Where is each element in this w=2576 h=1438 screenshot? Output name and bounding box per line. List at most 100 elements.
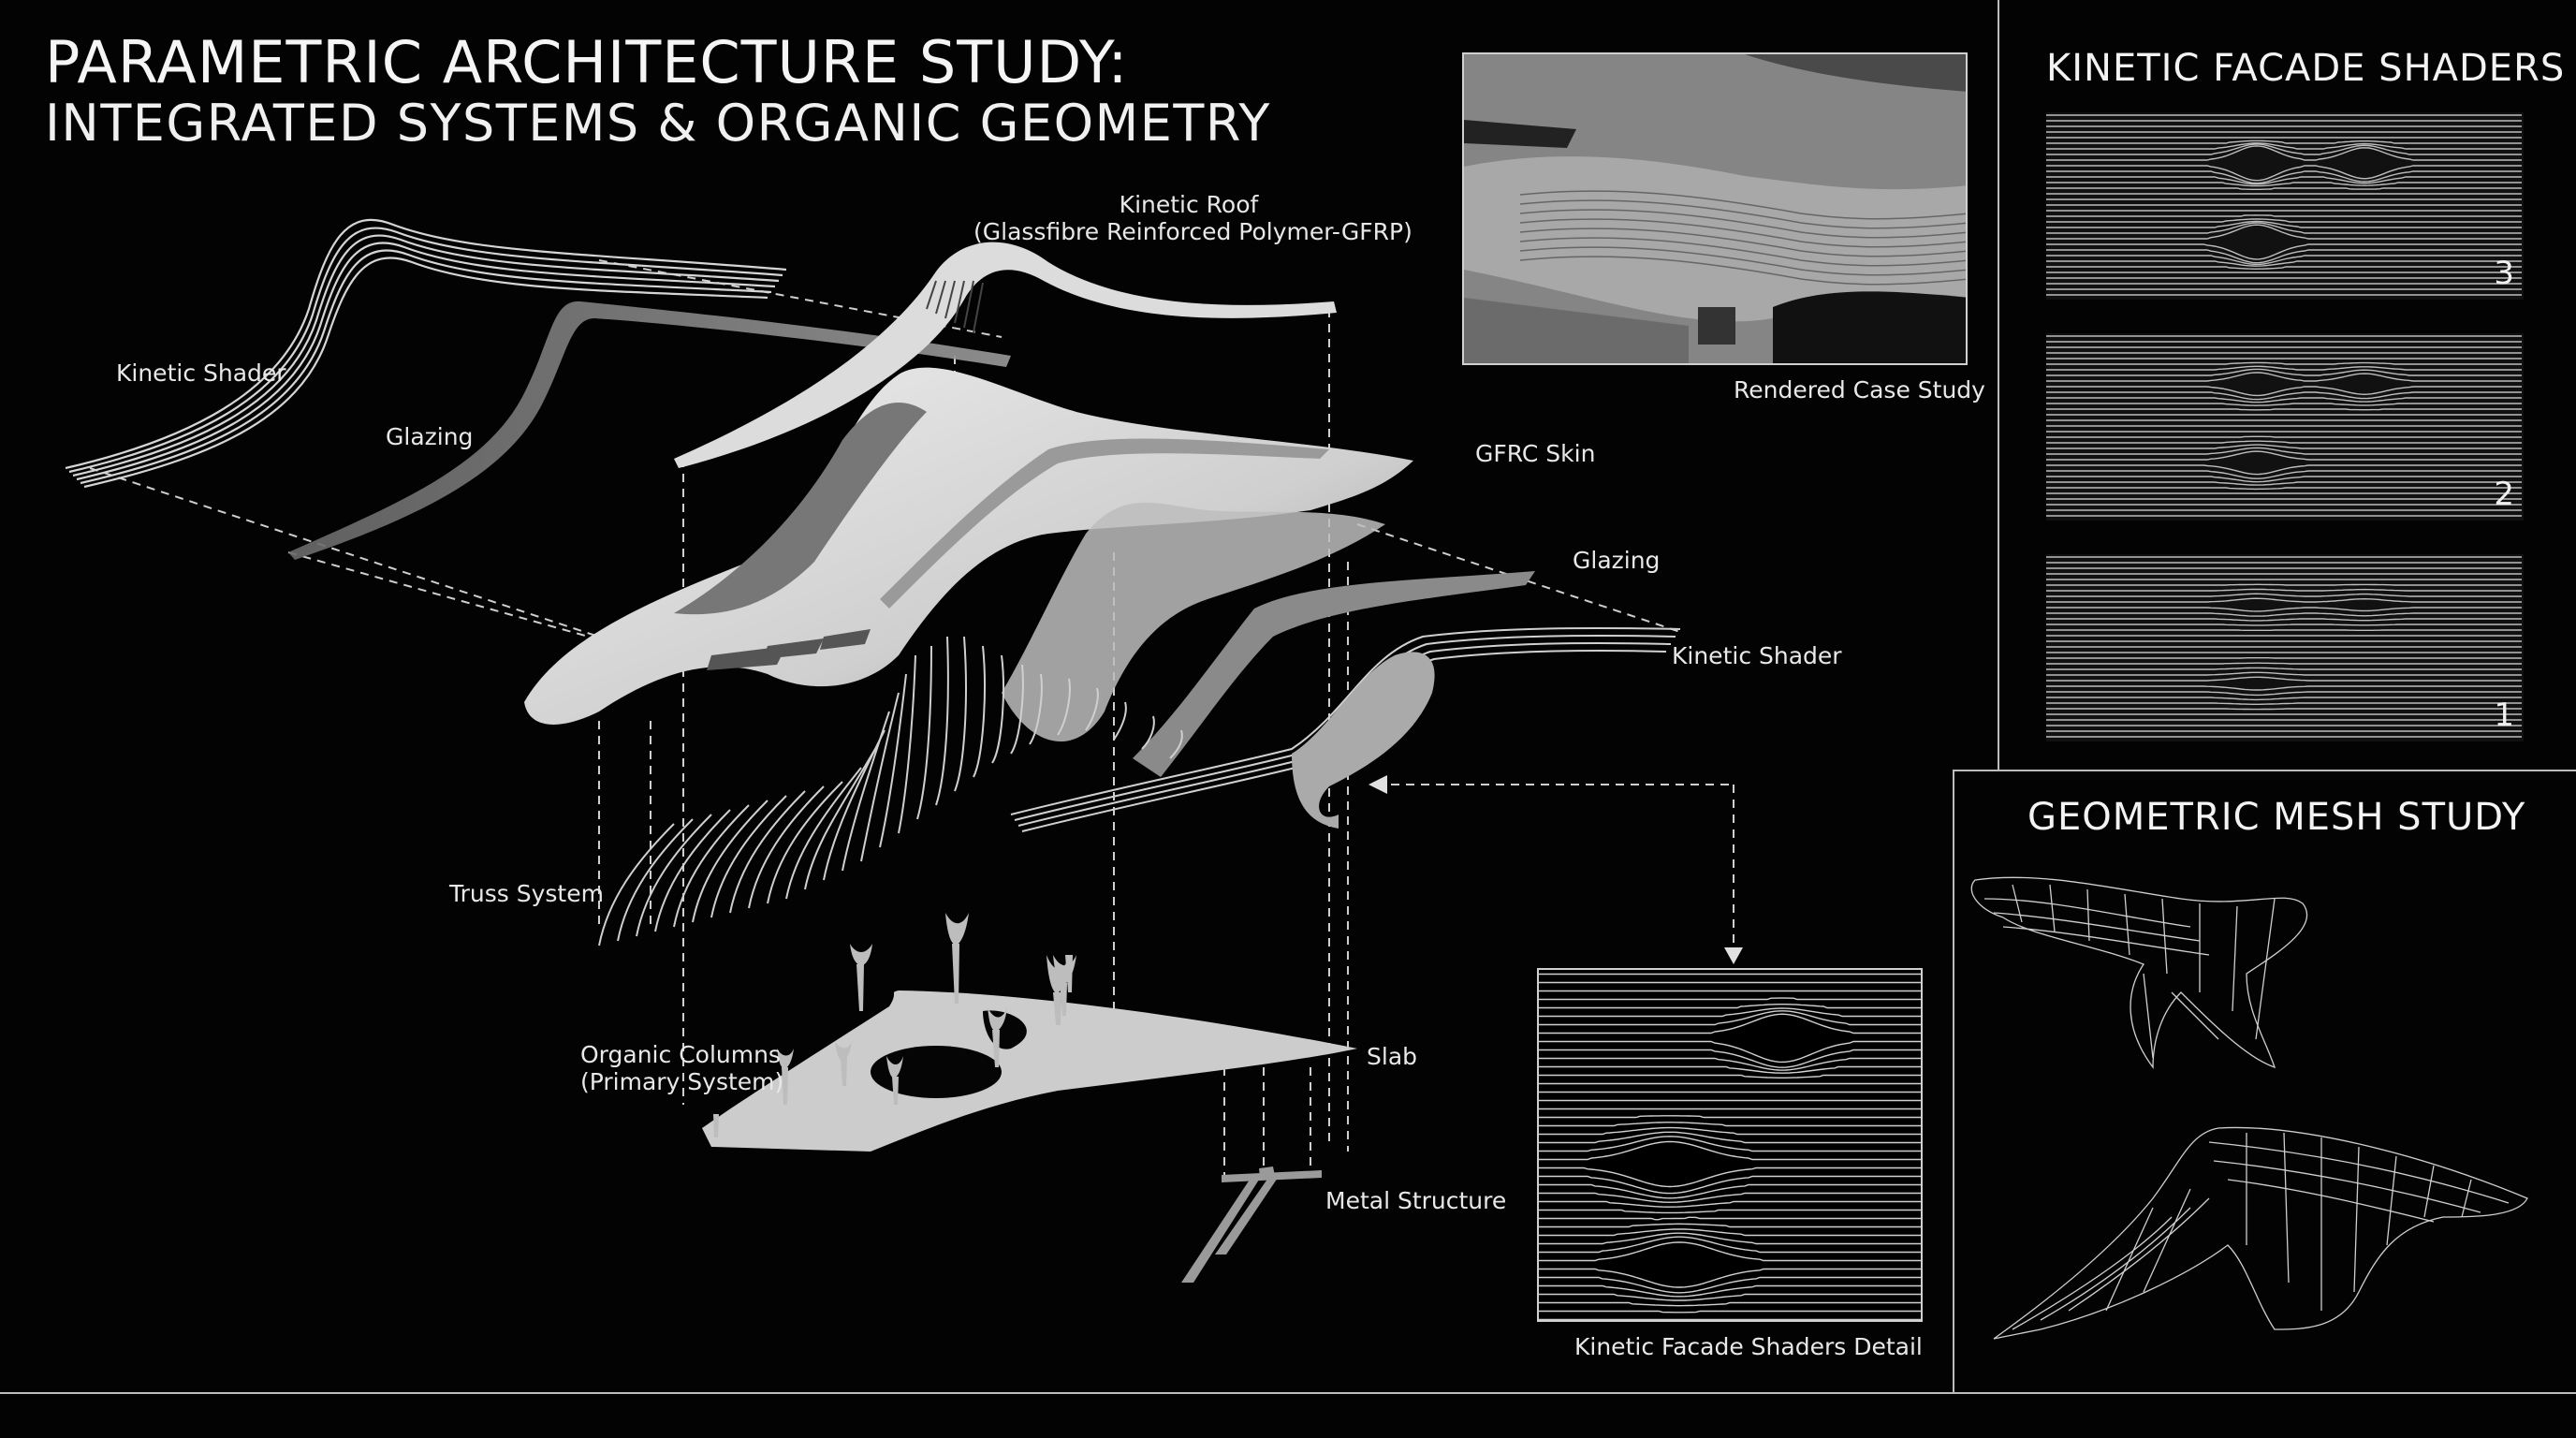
shader-line <box>2046 220 2522 228</box>
shader-line <box>1539 1057 1921 1071</box>
shader-line <box>1539 1049 1921 1068</box>
shader-line <box>1539 1241 1921 1262</box>
truss-system-shape <box>598 636 1183 946</box>
shader-line <box>1539 1010 1921 1026</box>
shader-line <box>1539 1126 1921 1136</box>
shader-line <box>2046 139 2522 144</box>
shader-state-1: 1 <box>2046 554 2524 741</box>
shader-line <box>2046 187 2522 190</box>
shader-line <box>2046 435 2522 438</box>
label-kinetic-shader-right: Kinetic Shader <box>1672 642 1842 669</box>
shader-line <box>2046 224 2522 240</box>
label-truss-system: Truss System <box>449 880 604 907</box>
shader-line <box>2046 662 2522 665</box>
geometric-mesh-study-title: GEOMETRIC MESH STUDY <box>2027 796 2526 839</box>
label-shaders-detail: Kinetic Facade Shaders Detail <box>1574 1333 1923 1360</box>
organic-columns-shape <box>713 913 1076 1137</box>
shader-line <box>2046 397 2522 404</box>
shader-line <box>2046 450 2522 461</box>
mesh-study-top <box>1970 876 2308 1069</box>
shader-line <box>1539 1007 1921 1018</box>
shader-line <box>1539 1131 1921 1144</box>
shader-line <box>1539 1065 1921 1074</box>
shader-line <box>2046 702 2522 705</box>
shader-line <box>2046 249 2522 264</box>
mesh-study-bottom <box>1993 1126 2528 1340</box>
label-rendered-case-study: Rendered Case Study <box>1734 376 1985 404</box>
shader-line <box>2046 447 2522 455</box>
shader-line <box>2046 218 2522 223</box>
shader-state-3: 3 <box>2046 112 2524 300</box>
shader-line <box>2046 243 2522 260</box>
shader-line <box>2046 391 2522 401</box>
shader-line <box>2046 372 2522 382</box>
shader-line <box>1539 1013 1921 1034</box>
shader-line <box>1539 1236 1921 1254</box>
shader-line <box>2046 588 2522 592</box>
shader-line <box>2046 464 2522 476</box>
shader-line <box>2046 214 2522 217</box>
shader-line <box>2046 165 2522 182</box>
page-title: PARAMETRIC ARCHITECTURE STUDY: <box>45 28 1129 96</box>
arrow-down-head <box>1724 947 1743 964</box>
shader-state-1-lines <box>2046 556 2522 738</box>
shader-state-3-lines <box>2046 114 2522 296</box>
shader-line <box>1539 1115 1921 1119</box>
label-glazing-right: Glazing <box>1573 547 1661 574</box>
kinetic-shader-left-shape <box>65 218 787 489</box>
shaders-detail-drawing <box>1539 973 1921 1320</box>
shader-line <box>1539 1136 1921 1152</box>
shader-line <box>2046 618 2522 622</box>
label-metal-structure: Metal Structure <box>1325 1187 1507 1214</box>
shader-line <box>2046 476 2522 483</box>
shader-line <box>2046 260 2522 267</box>
shader-line <box>2046 708 2522 711</box>
shader-line <box>1539 1140 1921 1161</box>
shader-line <box>2046 386 2522 397</box>
glazing-right-shape <box>1002 502 1385 742</box>
kinetic-roof-shape <box>674 242 1337 468</box>
shader-line <box>1539 1223 1921 1228</box>
shader-line <box>1539 1232 1921 1245</box>
shader-line <box>2046 266 2522 271</box>
shader-line <box>2046 481 2522 486</box>
shader-line <box>2046 176 2522 185</box>
shader-line <box>1539 1200 1921 1208</box>
shader-line <box>2046 255 2522 266</box>
gfrc-skin-shape <box>524 367 1413 725</box>
shader-state-1-number: 1 <box>2494 697 2514 734</box>
rendered-case-study-drawing <box>1464 54 1966 363</box>
shader-line <box>2046 597 2522 603</box>
shader-line <box>2046 667 2522 670</box>
label-organic-columns: Organic Columns (Primary System) <box>580 1041 783 1095</box>
shader-line <box>2046 145 2522 161</box>
label-organic-columns-line2: (Primary System) <box>580 1068 784 1095</box>
shader-line <box>1539 1167 1921 1188</box>
shader-line <box>2046 676 2522 682</box>
divider-bottom <box>0 1392 2576 1394</box>
shader-line <box>1539 1268 1921 1288</box>
label-kinetic-roof-line1: Kinetic Roof <box>1119 191 1259 218</box>
shader-line <box>1539 1228 1921 1237</box>
shader-line <box>2046 403 2522 406</box>
divider-shaders-panel <box>1998 0 1999 770</box>
shader-line <box>1539 1209 1921 1214</box>
shader-line <box>2046 143 2522 155</box>
shader-line <box>2046 612 2522 617</box>
shader-line <box>1539 1183 1921 1199</box>
shader-line <box>1539 1074 1921 1078</box>
shader-line <box>1539 1040 1921 1064</box>
shader-line <box>1539 1293 1921 1301</box>
slab-shape <box>702 990 1357 1152</box>
label-glazing-left: Glazing <box>386 423 474 450</box>
shader-line <box>2046 142 2522 150</box>
shader-line <box>2046 685 2522 691</box>
shader-line <box>2046 182 2522 187</box>
label-kinetic-roof-line2: (Glassfibre Reinforced Polymer-GFRP) <box>973 218 1412 245</box>
shader-line <box>2046 691 2522 697</box>
shader-line <box>2046 408 2522 411</box>
shader-line <box>1539 1284 1921 1298</box>
shader-line <box>1539 1122 1921 1127</box>
